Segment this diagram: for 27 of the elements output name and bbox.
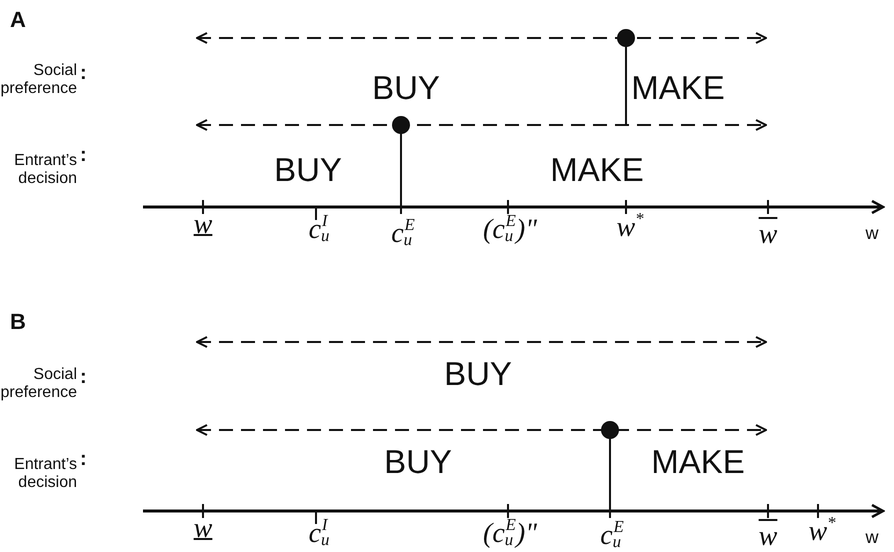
tick-label: w: [758, 522, 778, 552]
axis-label: w: [866, 528, 878, 548]
row-label: Social preference: [0, 366, 77, 402]
colon-separator: :: [80, 144, 87, 166]
region-label: BUY: [444, 356, 512, 392]
region-label: MAKE: [631, 70, 725, 106]
panel-label: B: [10, 310, 26, 334]
colon-separator: :: [80, 366, 87, 388]
tick-label: w$^{*}$: [616, 210, 644, 244]
colon-separator: :: [80, 62, 87, 84]
tick-label: w: [194, 514, 212, 545]
tick-label: w$^{*}$: [808, 514, 836, 548]
tick-label: (c$_{u}$$^{E}$)": [483, 212, 537, 246]
region-label: BUY: [372, 70, 440, 106]
row-label: Social preference: [0, 62, 77, 98]
tick-label: w: [758, 220, 778, 251]
region-label: BUY: [384, 444, 452, 480]
row-label: Entrant’s decision: [13, 152, 77, 188]
region-label: MAKE: [550, 152, 644, 188]
tick-label: w: [194, 210, 212, 241]
row-label: Entrant’s decision: [13, 456, 77, 492]
panel-label: A: [10, 8, 26, 32]
tick-label: (c$_{u}$$^{E}$)": [483, 516, 537, 550]
region-label: MAKE: [651, 444, 745, 480]
colon-separator: :: [80, 448, 87, 470]
region-label: BUY: [274, 152, 342, 188]
axis-label: w: [866, 224, 878, 244]
